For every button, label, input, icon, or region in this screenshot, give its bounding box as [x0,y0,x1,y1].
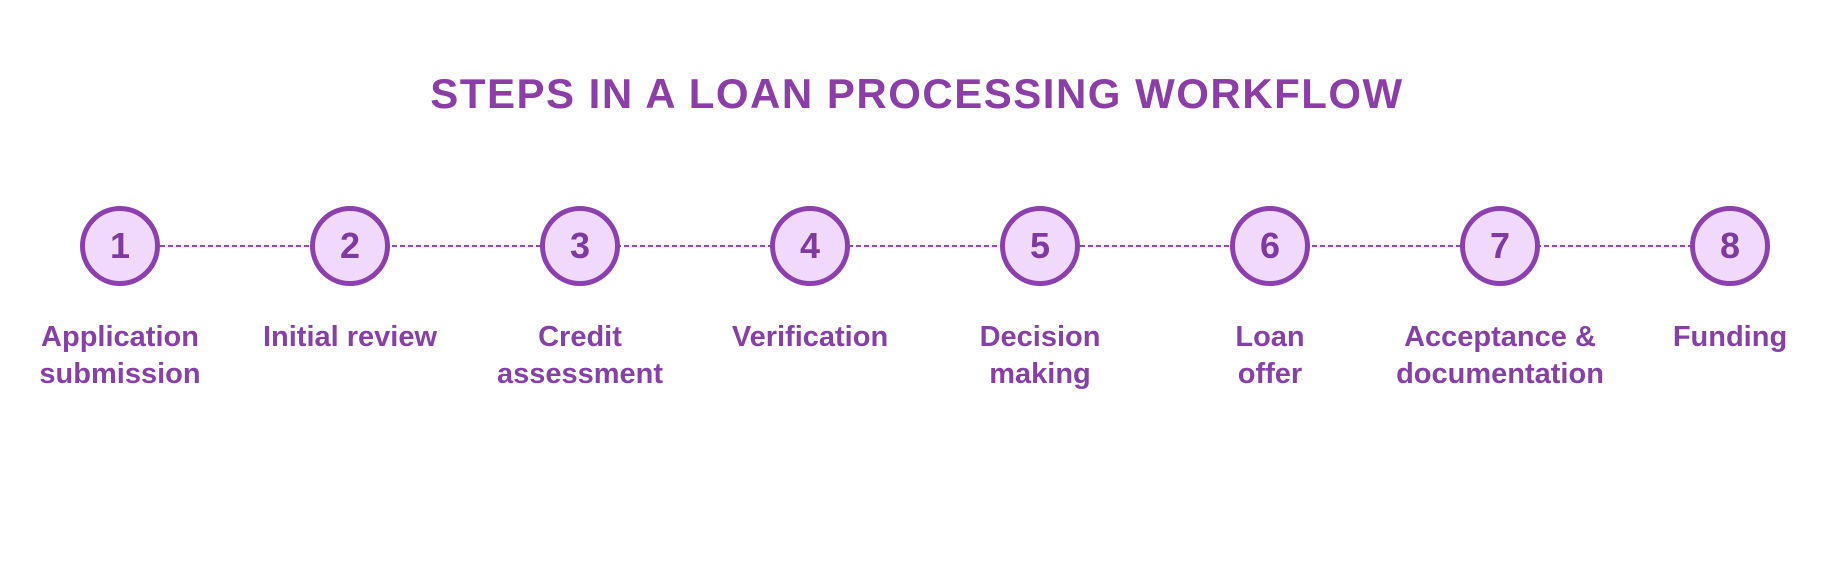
step-label: Loan offer [1235,319,1304,393]
step-label-line: Application [41,321,199,353]
step-label-line: making [989,358,1091,390]
page-title: STEPS IN A LOAN PROCESSING WORKFLOW [430,70,1404,117]
step-number-circle: 6 [1230,206,1310,286]
step-label: Decision making [980,319,1101,393]
step-label-line: Acceptance & [1404,321,1596,353]
step-label: Credit assessment [497,319,663,393]
step-label: Initial review [263,319,437,356]
step-label-line: Funding [1672,321,1788,353]
step-acceptance-documentation: 7 Acceptance & documentation [1385,206,1615,393]
timeline-dashed-connector [120,245,1730,247]
step-label-line: Credit [538,321,622,353]
step-decision-making: 5 Decision making [925,206,1155,393]
step-label-line: submission [39,358,201,390]
step-label: Verification [732,319,888,356]
step-application-submission: 1 Application submission [5,206,235,393]
step-number-circle: 2 [310,206,390,286]
step-number-circle: 1 [80,206,160,286]
step-label-line: Loan [1235,321,1305,353]
step-number-circle: 7 [1460,206,1540,286]
step-label: Application submission [39,319,200,393]
step-label-line: offer [1237,358,1303,390]
workflow-timeline: 1 Application submission 2 Initial revie… [5,206,1834,393]
step-number-circle: 3 [540,206,620,286]
step-credit-assessment: 3 Credit assessment [465,206,695,393]
step-label-line: Verification [731,321,889,353]
step-funding: 8 Funding [1615,206,1834,393]
step-number-circle: 4 [770,206,850,286]
step-label: Acceptance & documentation [1396,319,1604,393]
step-verification: 4 Verification [695,206,925,393]
step-label-line: documentation [1396,358,1604,390]
step-initial-review: 2 Initial review [235,206,465,393]
step-loan-offer: 6 Loan offer [1155,206,1385,393]
step-label-line: Decision [979,321,1101,353]
step-number-circle: 5 [1000,206,1080,286]
step-label: Funding [1673,319,1787,356]
step-label-line: Initial review [262,321,438,353]
step-number-circle: 8 [1690,206,1770,286]
step-label-line: assessment [496,358,664,390]
